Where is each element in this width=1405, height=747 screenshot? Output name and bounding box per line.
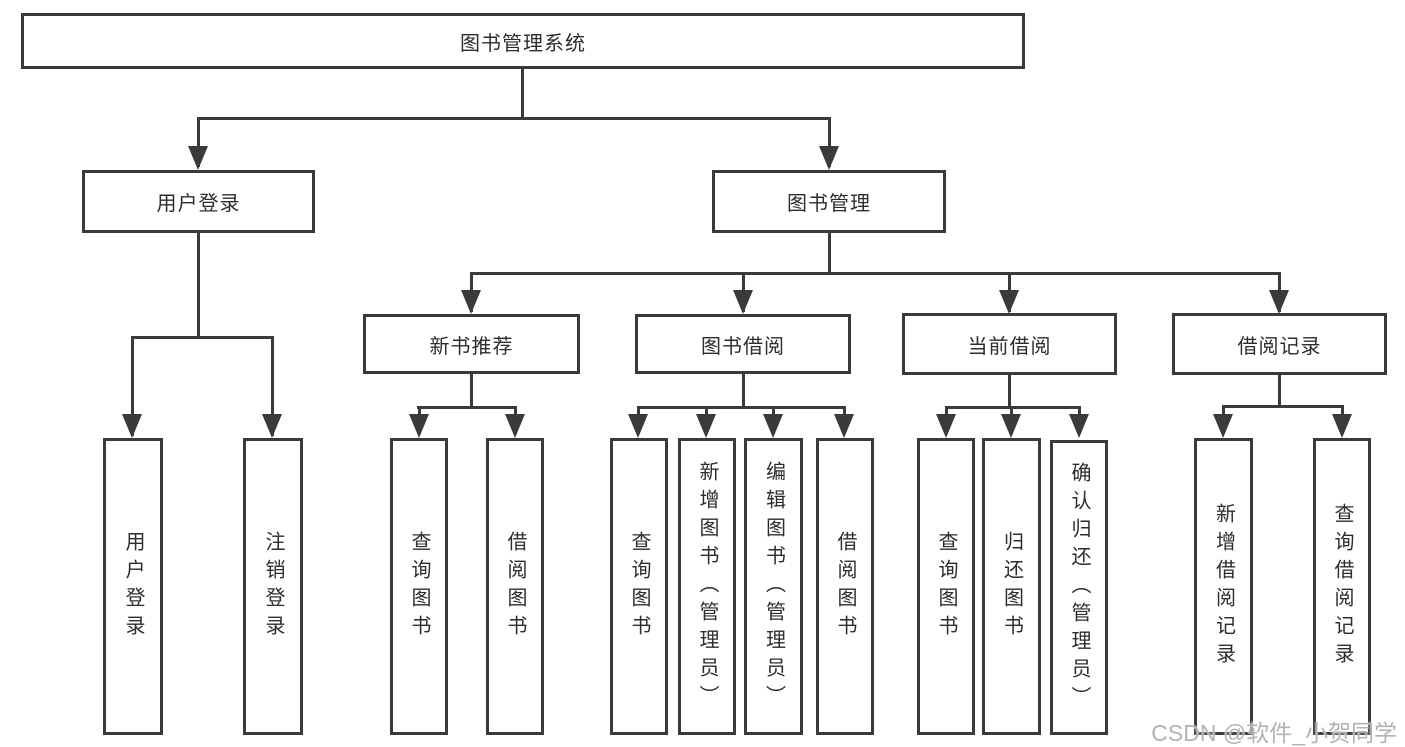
connector-line [197, 117, 200, 167]
arrowhead-icon [819, 146, 839, 170]
arrowhead-icon [936, 414, 956, 438]
connector-line [131, 336, 134, 436]
node-label: 用户登录 [122, 530, 144, 643]
connector-line [1008, 375, 1011, 406]
node-label: 借阅图书 [504, 530, 526, 643]
connector-line [828, 233, 831, 272]
node-label: 查询图书 [935, 530, 957, 643]
leaf-query-book-current: 查询图书 [917, 438, 975, 735]
connector-line [1278, 375, 1281, 405]
node-label: 新增图书（管理员） [696, 460, 718, 713]
arrowhead-icon [188, 146, 208, 170]
node-label: 用户登录 [156, 193, 241, 215]
arrowhead-icon [262, 414, 282, 438]
arrowhead-icon [733, 290, 753, 314]
connector-line [742, 374, 745, 406]
connector-line [470, 374, 473, 406]
node-new-book-recommend: 新书推荐 [363, 314, 580, 374]
arrowhead-icon [505, 414, 525, 438]
node-user-login: 用户登录 [82, 170, 315, 233]
leaf-add-borrow-record: 新增借阅记录 [1194, 438, 1253, 735]
leaf-edit-book-admin: 编辑图书（管理员） [744, 438, 803, 735]
csdn-watermark: CSDN @软件_小贺同学 [1151, 720, 1397, 746]
connector-line [521, 69, 524, 117]
node-book-management: 图书管理 [712, 170, 946, 233]
leaf-add-book-admin: 新增图书（管理员） [678, 438, 736, 735]
node-label: 注销登录 [262, 530, 284, 643]
leaf-logout: 注销登录 [243, 438, 303, 735]
connector-line [828, 117, 831, 167]
node-label: 新书推荐 [429, 335, 514, 358]
leaf-confirm-return-admin: 确认归还（管理员） [1050, 440, 1108, 735]
arrowhead-icon [1069, 414, 1089, 438]
connector-line [271, 336, 274, 436]
node-label: 查询图书 [408, 530, 430, 643]
node-label: 归还图书 [1000, 530, 1023, 643]
node-label: 当前借阅 [967, 335, 1052, 358]
node-label: 图书管理 [787, 193, 871, 215]
node-label: 查询借阅记录 [1331, 502, 1353, 671]
node-label: 图书借阅 [701, 335, 785, 358]
node-current-borrow: 当前借阅 [902, 313, 1117, 375]
node-label: 编辑图书（管理员） [762, 460, 785, 713]
connector-line [417, 406, 516, 409]
arrowhead-icon [1332, 414, 1352, 438]
arrowhead-icon [1001, 414, 1021, 438]
node-label: 确认归还（管理员） [1068, 461, 1090, 714]
node-label: 借阅记录 [1237, 335, 1322, 358]
node-book-borrow: 图书借阅 [635, 314, 851, 374]
arrowhead-icon [409, 414, 429, 438]
leaf-query-book-borrow: 查询图书 [610, 438, 668, 735]
leaf-return-book: 归还图书 [982, 438, 1041, 735]
connector-line [1222, 405, 1343, 408]
arrowhead-icon [628, 414, 648, 438]
node-label: 借阅图书 [834, 530, 856, 643]
arrowhead-icon [1213, 414, 1233, 438]
node-borrow-record: 借阅记录 [1172, 313, 1387, 375]
leaf-borrow-book-recommend: 借阅图书 [486, 438, 544, 735]
arrowhead-icon [696, 414, 716, 438]
arrowhead-icon [1269, 290, 1289, 314]
arrowhead-icon [999, 290, 1019, 314]
node-root-system: 图书管理系统 [21, 13, 1025, 69]
arrowhead-icon [834, 414, 854, 438]
leaf-user-login: 用户登录 [103, 438, 163, 735]
connector-line [470, 272, 1280, 275]
arrowhead-icon [122, 414, 142, 438]
node-label: 查询图书 [628, 530, 650, 643]
arrowhead-icon [461, 290, 481, 314]
leaf-query-book-recommend: 查询图书 [390, 438, 448, 735]
connector-line [197, 117, 831, 120]
connector-line [637, 406, 845, 409]
leaf-borrow-book: 借阅图书 [816, 438, 874, 735]
node-label: 新增借阅记录 [1212, 502, 1235, 671]
connector-line [132, 336, 273, 339]
connector-line [197, 233, 200, 336]
node-label: 图书管理系统 [460, 32, 586, 55]
leaf-query-borrow-record: 查询借阅记录 [1313, 438, 1371, 735]
arrowhead-icon [763, 414, 783, 438]
